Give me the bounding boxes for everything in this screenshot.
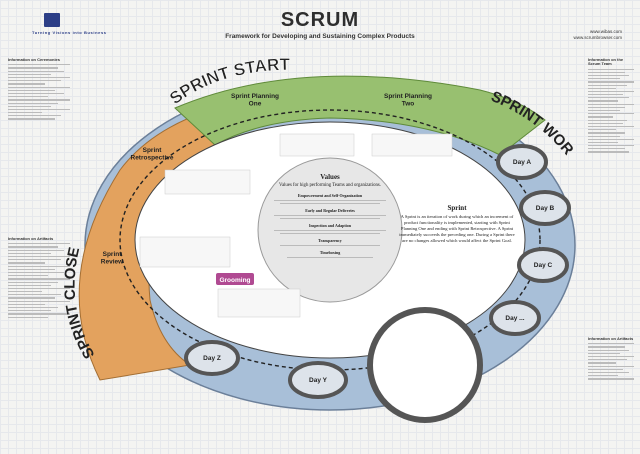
side-right-bottom: Information on Artifacts [588, 336, 634, 382]
day-label-c: Day C [534, 262, 553, 269]
retro-info-box [164, 169, 251, 195]
day-ring-etc[interactable] [489, 300, 541, 336]
sprint-start-arc [174, 75, 546, 156]
day-ring-a[interactable] [496, 144, 548, 180]
values-block: Values Values for high performing Teams … [268, 173, 392, 260]
sprint-flow-path [119, 109, 541, 371]
page-title: SCRUM [280, 9, 360, 31]
side-left-bottom: Information on Artifacts [8, 236, 70, 320]
side-left-top: Information on Ceremonies [8, 57, 70, 122]
value-item: Inspection and Adaption [308, 223, 351, 228]
wibas-logo [44, 13, 60, 27]
url-scrumbrowser[interactable]: www.scrumbrowser.com [573, 35, 622, 40]
logo-tagline: Turning Visions into Business [32, 30, 107, 35]
url-wibas[interactable]: www.wibas.com [589, 29, 622, 34]
side-left-top-heading: Information on Ceremonies [8, 57, 61, 62]
review-info-box [139, 236, 231, 268]
side-left-bottom-heading: Information on Artifacts [8, 236, 54, 241]
sprint-text: A Sprint is an iteration of work during … [399, 214, 515, 243]
side-right-top: Information on the Scrum Team [588, 57, 634, 155]
day-label-etc: Day ... [505, 315, 524, 322]
page-subtitle: Framework for Developing and Sustaining … [225, 33, 415, 40]
day-ring-z[interactable] [184, 340, 240, 376]
planning-two-info-box [371, 133, 453, 157]
values-title: Values [320, 173, 340, 181]
value-item: Empowerment and Self-Organization [297, 193, 363, 198]
value-item: Early and Regular Deliveries [305, 208, 355, 213]
daily-scrum-loupe [367, 307, 483, 423]
day-label-z: Day Z [203, 355, 221, 362]
day-label-a: Day A [513, 159, 531, 166]
day-ring-c[interactable] [517, 247, 569, 283]
side-right-bottom-heading: Information on Artifacts [588, 336, 634, 341]
sprint-title: Sprint [447, 204, 467, 212]
day-label-b: Day B [536, 205, 555, 212]
grooming-badge[interactable] [216, 273, 254, 285]
planning-one-info-box [279, 133, 355, 157]
value-item: Timeboxing [319, 250, 341, 255]
day-ring-b[interactable] [519, 190, 571, 226]
day-label-y: Day Y [309, 377, 328, 384]
grooming-label: Grooming [219, 277, 250, 284]
side-right-top-heading: Information on the Scrum Team [588, 57, 624, 67]
sprint-definition: Sprint A Sprint is an iteration of work … [398, 204, 516, 244]
day-ring-y[interactable] [288, 361, 348, 399]
grooming-info-box [217, 288, 301, 318]
values-description: Values for high performing Teams and org… [279, 183, 381, 188]
value-item: Transparency [318, 238, 342, 243]
